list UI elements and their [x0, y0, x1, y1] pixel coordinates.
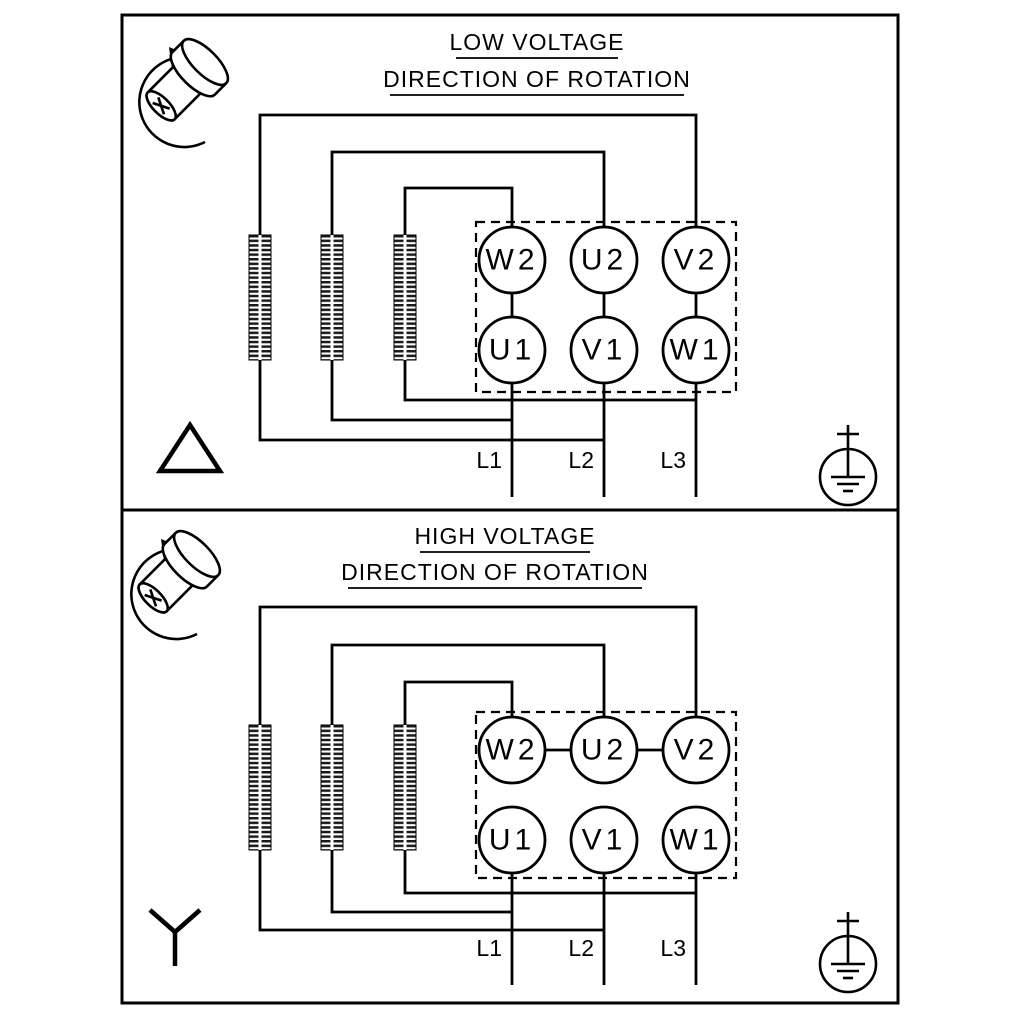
- winding-coil-1: [247, 233, 273, 362]
- line-label-l3: L3: [660, 447, 686, 473]
- terminal-label: U1: [489, 824, 535, 857]
- panel-subtitle: DIRECTION OF ROTATION: [341, 559, 649, 585]
- winding-coil-3: [392, 723, 418, 852]
- terminal-w2: W2: [477, 225, 547, 295]
- terminal-u2: U2: [569, 715, 639, 785]
- wiring-bottom: [258, 850, 698, 985]
- terminal-u2: U2: [569, 225, 639, 295]
- terminal-w1: W1: [661, 805, 731, 875]
- wire-coil2-to-U1: [330, 850, 512, 914]
- terminal-label: U2: [581, 734, 627, 767]
- terminal-v2: V2: [661, 715, 731, 785]
- wire-coil1-to-V2: [258, 605, 698, 725]
- delta-links: [510, 293, 698, 317]
- wire-coil2-to-U2: [330, 643, 606, 725]
- wiring-bottom: [258, 360, 698, 497]
- terminal-board-outline: [474, 710, 738, 880]
- terminal-v1: V1: [569, 315, 639, 385]
- winding-coil-3: [392, 233, 418, 362]
- terminal-label: V2: [674, 734, 719, 767]
- winding-coil-1: [247, 723, 273, 852]
- terminal-row-bottom: U1 V1 W1: [477, 315, 731, 385]
- line-label-l2: L2: [568, 935, 594, 961]
- winding-coil-2: [319, 723, 345, 852]
- terminal-label: W2: [486, 734, 539, 767]
- terminal-label: V1: [582, 334, 627, 367]
- wire-coil1-to-V2: [258, 113, 698, 235]
- wire-coil3-to-W2: [403, 186, 514, 235]
- terminal-label: U2: [581, 244, 627, 277]
- panel-title: HIGH VOLTAGE: [414, 523, 595, 549]
- line-label-l1: L1: [476, 935, 502, 961]
- panel-title: LOW VOLTAGE: [449, 29, 624, 55]
- line-label-l1: L1: [476, 447, 502, 473]
- wiring-top: [258, 113, 698, 235]
- terminal-v2: V2: [661, 225, 731, 295]
- terminal-board-outline: [474, 220, 738, 394]
- wiring-top: [258, 605, 698, 725]
- wire-coil3-to-W1: [403, 360, 696, 402]
- wire-coil3-to-W2: [403, 680, 514, 725]
- terminal-w1: W1: [661, 315, 731, 385]
- terminal-label: W1: [670, 824, 723, 857]
- terminal-label: U1: [489, 334, 535, 367]
- terminal-w2: W2: [477, 715, 547, 785]
- wye-symbol-icon: [148, 908, 202, 966]
- panel-low-voltage: LOW VOLTAGE DIRECTION OF ROTATION: [132, 29, 878, 507]
- delta-symbol-icon: [155, 420, 225, 474]
- terminal-v1: V1: [569, 805, 639, 875]
- terminal-label: V1: [582, 824, 627, 857]
- panel-subtitle: DIRECTION OF ROTATION: [383, 66, 691, 92]
- wire-coil1-to-V1: [258, 850, 604, 932]
- wire-coil2-to-U2: [330, 150, 606, 235]
- wire-coil3-to-W1: [403, 850, 696, 895]
- winding-coil-2: [319, 233, 345, 362]
- wire-coil2-to-U1: [330, 360, 512, 422]
- panel-high-voltage: HIGH VOLTAGE DIRECTION OF ROTATION: [124, 523, 878, 994]
- line-label-l3: L3: [660, 935, 686, 961]
- terminal-row-bottom: U1 V1 W1: [477, 805, 731, 875]
- wire-coil1-to-V1: [258, 360, 604, 442]
- terminal-row-top: W2 U2 V2: [477, 225, 731, 295]
- line-label-l2: L2: [568, 447, 594, 473]
- terminal-label: V2: [674, 244, 719, 277]
- terminal-label: W1: [670, 334, 723, 367]
- terminal-label: W2: [486, 244, 539, 277]
- terminal-u1: U1: [477, 805, 547, 875]
- terminal-u1: U1: [477, 315, 547, 385]
- terminal-row-top: W2 U2 V2: [477, 715, 731, 785]
